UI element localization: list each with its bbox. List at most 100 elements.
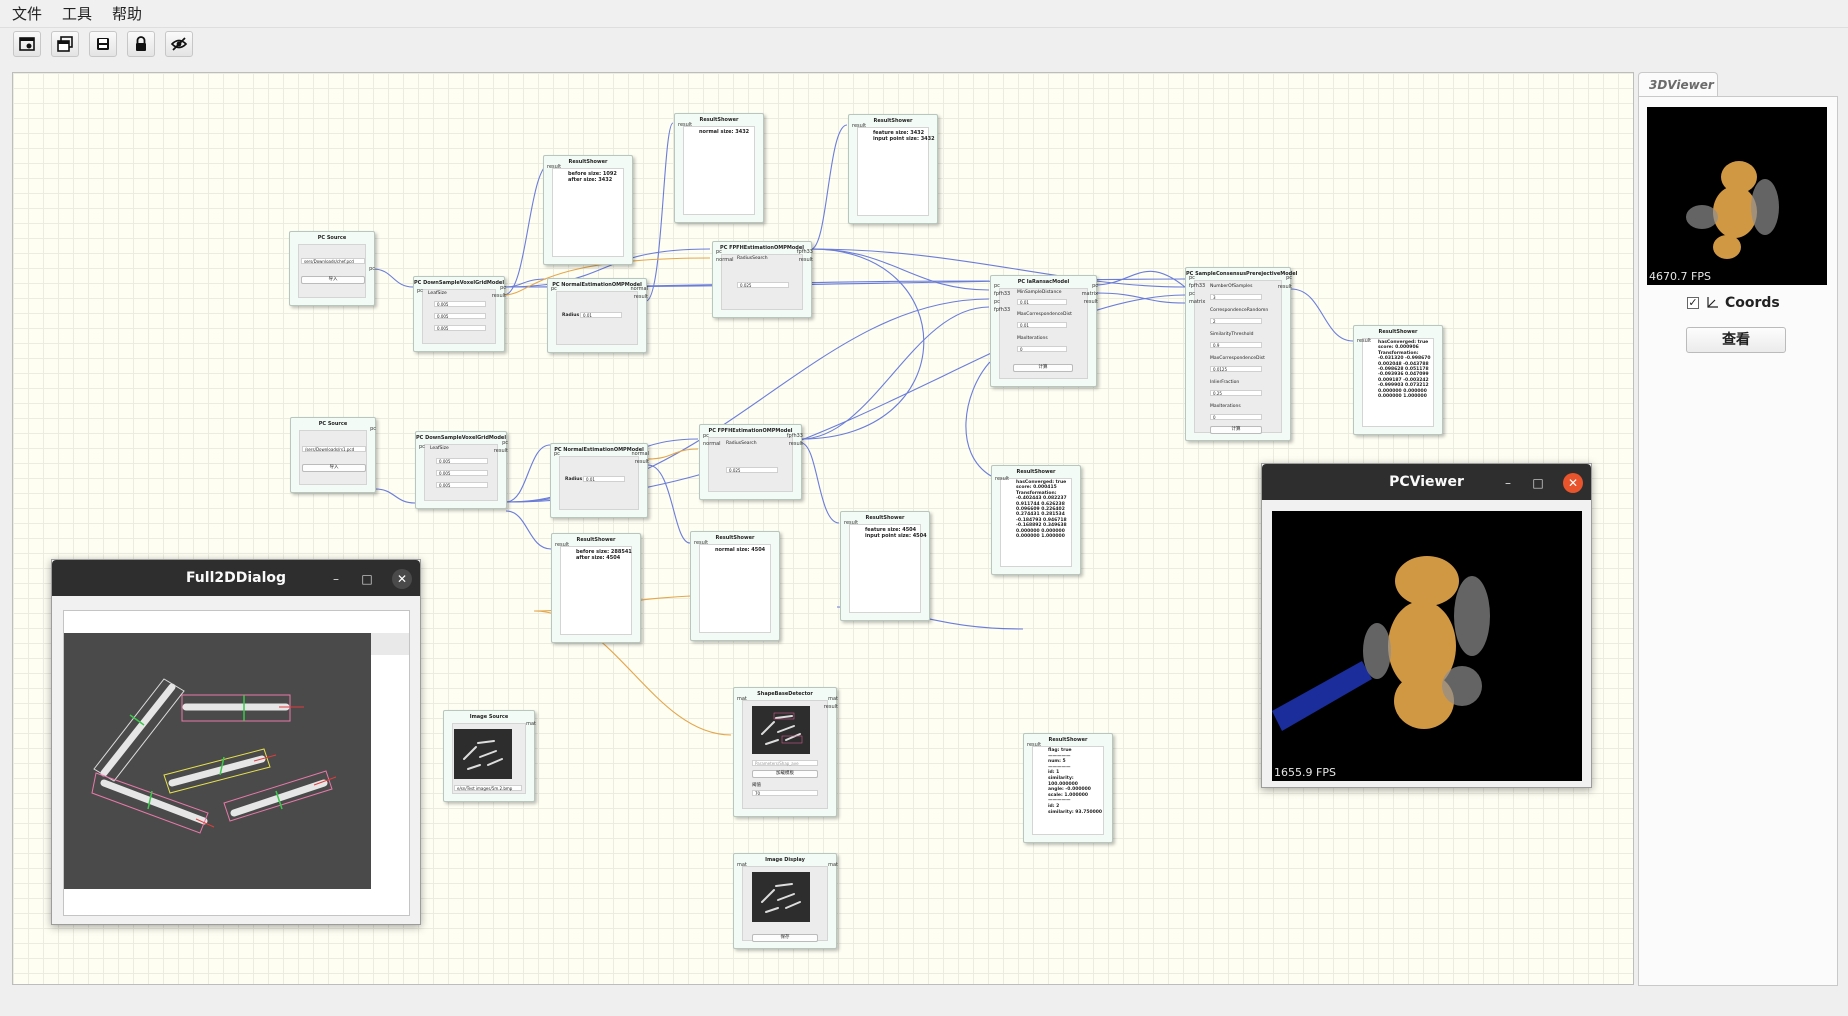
node-result-shower[interactable]: ResultShower normal size: 4504 result <box>690 531 780 641</box>
import-button[interactable]: 导入 <box>301 276 365 284</box>
tab-3dviewer[interactable]: 3DViewer <box>1638 72 1718 96</box>
node-body <box>683 126 755 215</box>
lock-button[interactable] <box>127 31 155 57</box>
field-label: MaxIterations <box>1210 404 1241 409</box>
coords-toggle[interactable]: ✓ Coords <box>1687 295 1780 311</box>
port-label: result <box>1083 299 1098 305</box>
node-sample-consensus[interactable]: PC SampleConsensusPrerejectiveModel Numb… <box>1185 267 1297 441</box>
node-pc-source[interactable]: PC Source sers/Downloads/chef.pcd 导入 pc <box>289 231 375 306</box>
node-title: ResultShower <box>865 515 905 521</box>
port-label: result <box>634 459 649 465</box>
node-normal-estimation[interactable]: PC NormalEstimationOMPModel Radius 0.01 … <box>550 443 649 518</box>
port-label: fpfh33 <box>994 291 1011 297</box>
menu-help[interactable]: 帮助 <box>112 5 143 23</box>
close-icon[interactable]: ✕ <box>392 569 412 589</box>
menu-file[interactable]: 文件 <box>12 5 43 23</box>
copy-window-button[interactable] <box>51 31 79 57</box>
leafsize-x-field[interactable]: 0.005 <box>434 301 486 307</box>
field-label: CorrespondenceRandomn <box>1210 308 1269 313</box>
inlier-fraction-field[interactable]: 0.25 <box>1210 390 1262 396</box>
leafsize-y-field[interactable]: 0.005 <box>434 313 486 319</box>
max-correspondence-dist-field[interactable]: 0.01 <box>1017 322 1067 328</box>
node-result-shower[interactable]: ResultShower normal size: 3432 result <box>674 113 764 223</box>
save-image-button[interactable]: 保存 <box>752 934 818 942</box>
radius-field[interactable]: 0.01 <box>583 476 625 482</box>
node-title: PC DownSampleVoxelGridModel <box>416 435 507 441</box>
port-label: result <box>678 122 693 128</box>
node-result-shower[interactable]: ResultShower before size: 288541 after s… <box>551 533 641 643</box>
node-result-shower[interactable]: ResultShower flag: true ————— num: 5 ———… <box>1023 733 1113 843</box>
save-button[interactable] <box>89 31 117 57</box>
import-button[interactable]: 导入 <box>302 464 366 472</box>
coords-checkbox[interactable]: ✓ <box>1687 296 1699 309</box>
hide-button[interactable] <box>165 31 193 57</box>
node-image-source[interactable]: Image Source e/sn/Test images/5m.2.bmp m… <box>443 710 536 802</box>
field-label: LeafSize <box>430 446 449 451</box>
node-title: ResultShower <box>1048 737 1088 743</box>
max-iterations-field[interactable]: 0 <box>1210 414 1262 420</box>
3d-view[interactable]: 4670.7 FPS <box>1647 107 1827 285</box>
compute-button[interactable]: 计算 <box>1210 426 1262 434</box>
point-cloud-view[interactable]: 1655.9 FPS <box>1272 511 1582 781</box>
radius-search-field[interactable]: 0.025 <box>737 282 789 288</box>
window-titlebar[interactable] <box>1262 464 1591 500</box>
min-sample-distance-field[interactable]: 0.01 <box>1017 299 1067 305</box>
correspondence-randomn-field[interactable]: 2 <box>1210 318 1262 324</box>
view-button[interactable]: 查看 <box>1686 327 1786 353</box>
field-label: MaxCorrespondenceDist <box>1210 356 1265 361</box>
node-fpfh-estimation[interactable]: PC FPFHEstimationOMPModel RadiusSearch 0… <box>699 424 803 500</box>
compute-button[interactable]: 计算 <box>1013 364 1073 372</box>
node-downsample[interactable]: PC DownSampleVoxelGridModel LeafSize 0.0… <box>413 276 506 352</box>
file-path-field[interactable]: /sers/Downloads/rs1.pcd <box>302 446 366 452</box>
template-path-field[interactable]: Parameters/Shap_ave <box>752 760 818 766</box>
port-label: result <box>633 294 648 300</box>
window-titlebar[interactable] <box>52 560 420 596</box>
node-normal-estimation[interactable]: PC NormalEstimationOMPModel Radius 0.01 … <box>547 278 648 353</box>
image-thumbnail <box>761 883 801 913</box>
leafsize-z-field[interactable]: 0.005 <box>434 325 486 331</box>
port-label: matrix <box>1189 299 1206 305</box>
leafsize-x-field[interactable]: 0.005 <box>436 458 488 464</box>
image-path-field[interactable]: e/sn/Test images/5m.2.bmp <box>454 785 522 791</box>
port-label: pc <box>994 299 1000 305</box>
node-result-shower[interactable]: ResultShower hasConverged: true score: 0… <box>991 465 1081 575</box>
leafsize-z-field[interactable]: 0.005 <box>436 482 488 488</box>
radius-field[interactable]: 0.01 <box>580 312 622 318</box>
port-label: result <box>491 293 506 299</box>
maximize-icon[interactable]: □ <box>361 572 373 586</box>
node-downsample[interactable]: PC DownSampleVoxelGridModel LeafSize 0.0… <box>415 431 508 509</box>
node-result-shower[interactable]: ResultShower hasConverged: true score: 0… <box>1353 325 1443 435</box>
node-pc-source[interactable]: PC Source /sers/Downloads/rs1.pcd 导入 pc <box>290 417 376 493</box>
maximize-icon[interactable]: □ <box>1532 476 1544 490</box>
node-result-shower[interactable]: ResultShower before size: 1092 after siz… <box>543 155 633 265</box>
max-iterations-field[interactable]: 0 <box>1017 346 1067 352</box>
image-preview <box>752 706 810 754</box>
threshold-field[interactable]: 70 <box>752 790 818 796</box>
number-of-samples-field[interactable]: 3 <box>1210 294 1262 300</box>
wire <box>505 444 551 503</box>
menu-tools[interactable]: 工具 <box>62 5 93 23</box>
pcviewer-window[interactable]: PCViewer – □ ✕ 1655.9 FPS <box>1261 463 1592 788</box>
node-ia-ransac[interactable]: PC IaRansacModel MinSampleDistance 0.01 … <box>990 275 1098 387</box>
image-thumbnail <box>463 740 503 770</box>
close-icon[interactable]: ✕ <box>1563 473 1583 493</box>
node-body <box>1032 746 1104 835</box>
port-label: normal <box>631 451 649 457</box>
new-graph-button[interactable] <box>13 31 41 57</box>
image-thumbnail <box>761 712 803 745</box>
radius-search-field[interactable]: 0.025 <box>726 467 778 473</box>
full2d-dialog-window[interactable]: Full2DDialog – □ ✕ <box>51 559 421 925</box>
node-shape-detector[interactable]: ShapeBaseDetector Parameters/Shap_ave 加载… <box>733 687 838 817</box>
similarity-threshold-field[interactable]: 0.9 <box>1210 342 1262 348</box>
minimize-icon[interactable]: – <box>333 572 339 586</box>
node-result-shower[interactable]: ResultShower feature size: 3432 input po… <box>848 114 938 224</box>
node-result-shower[interactable]: ResultShower feature size: 4504 input po… <box>840 511 930 621</box>
load-template-button[interactable]: 加载模板 <box>752 770 818 778</box>
max-correspondence-dist-field[interactable]: 0.0125 <box>1210 366 1262 372</box>
minimize-icon[interactable]: – <box>1505 476 1511 490</box>
leafsize-y-field[interactable]: 0.005 <box>436 470 488 476</box>
node-fpfh-estimation[interactable]: PC FPFHEstimationOMPModel RadiusSearch 0… <box>712 241 813 318</box>
node-title: ResultShower <box>699 117 739 123</box>
node-image-display[interactable]: Image Display 保存 mat mat <box>733 853 838 949</box>
file-path-field[interactable]: sers/Downloads/chef.pcd <box>301 258 365 264</box>
